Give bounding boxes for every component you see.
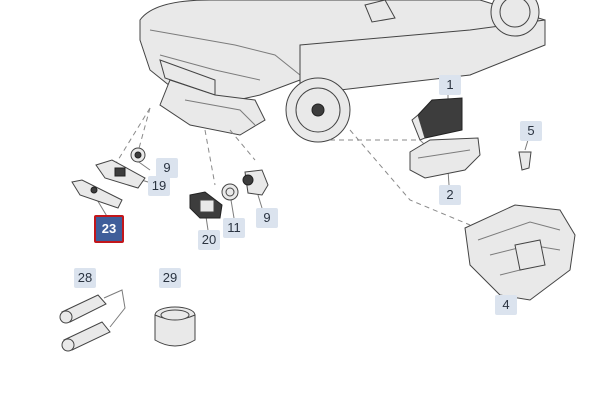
part-2-bracket: [409, 137, 481, 179]
callout-28[interactable]: 28: [74, 268, 96, 288]
callout-19[interactable]: 19: [148, 176, 170, 196]
part-28-cable-set: [59, 289, 126, 352]
callout-2[interactable]: 2: [439, 185, 461, 205]
part-9-sensor-left: [130, 147, 146, 163]
callout-9b[interactable]: 9: [256, 208, 278, 228]
callout-4[interactable]: 4: [495, 295, 517, 315]
part-1-control-unit: [411, 97, 463, 141]
callout-20[interactable]: 20: [198, 230, 220, 250]
callout-29[interactable]: 29: [159, 268, 181, 288]
part-4-housing: [464, 204, 576, 301]
callout-9a[interactable]: 9: [156, 158, 178, 178]
callout-23-selected[interactable]: 23: [94, 215, 124, 243]
callout-1[interactable]: 1: [439, 75, 461, 95]
callout-5[interactable]: 5: [520, 121, 542, 141]
part-29-sleeve: [154, 306, 196, 347]
part-5-sensor: [518, 151, 532, 171]
callout-11[interactable]: 11: [223, 218, 245, 238]
part-23-holder: [71, 179, 123, 209]
part-19-sensor-mount: [95, 159, 146, 189]
part-20-bracket: [189, 191, 223, 219]
part-11-ring: [221, 183, 239, 201]
part-9-sensor-right: [242, 169, 269, 196]
car-illustration: [139, 0, 546, 143]
